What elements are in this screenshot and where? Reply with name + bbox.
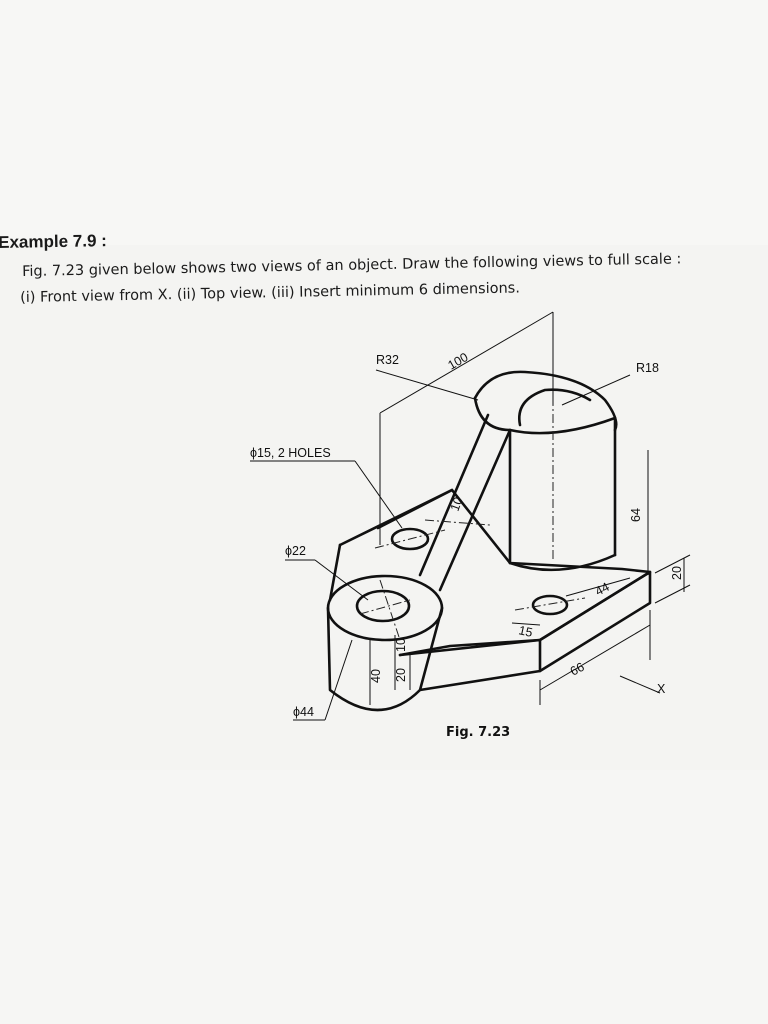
base-top-face	[376, 488, 652, 657]
dim-d44: ϕ44	[293, 705, 314, 719]
dim-holes: ϕ15, 2 HOLES	[250, 446, 331, 460]
tall-cylinder-top	[473, 370, 618, 432]
dim-20-right: 20	[670, 566, 684, 580]
dim-40: 40	[369, 669, 383, 683]
tall-cylinder-base	[508, 553, 617, 572]
dim-rib-10: 10	[448, 495, 466, 513]
base-wing-left-edge	[328, 543, 342, 602]
hole-wing	[390, 527, 430, 551]
base-right-face	[538, 570, 652, 673]
dim-100: 100	[446, 350, 471, 373]
dim-15: 15	[517, 623, 534, 640]
base-front-face	[398, 638, 542, 692]
hole-right	[531, 594, 569, 616]
page-top-margin	[0, 0, 768, 245]
dim-10: 10	[394, 638, 408, 652]
dim-44: 44	[593, 580, 612, 599]
base-wing-edge	[338, 488, 454, 547]
dim-20-left: 20	[394, 668, 408, 682]
dim-r32: R32	[376, 353, 399, 367]
rib-edge-2	[438, 428, 512, 592]
dim-66: 66	[568, 660, 587, 679]
figure-caption: Fig. 7.23	[446, 725, 510, 740]
short-cylinder-top	[326, 574, 444, 642]
short-cylinder-body	[326, 606, 444, 712]
dim-r18: R18	[636, 361, 659, 375]
tall-cylinder-top-inner	[518, 388, 592, 427]
dim-64: 64	[629, 508, 643, 522]
dim-d22: ϕ22	[285, 544, 306, 558]
tall-cylinder-top-front	[473, 396, 617, 435]
rib-edge-1	[418, 413, 490, 577]
short-cylinder-hole	[355, 589, 411, 623]
page-bottom-margin	[0, 770, 768, 1024]
view-x-label: X	[657, 682, 666, 696]
